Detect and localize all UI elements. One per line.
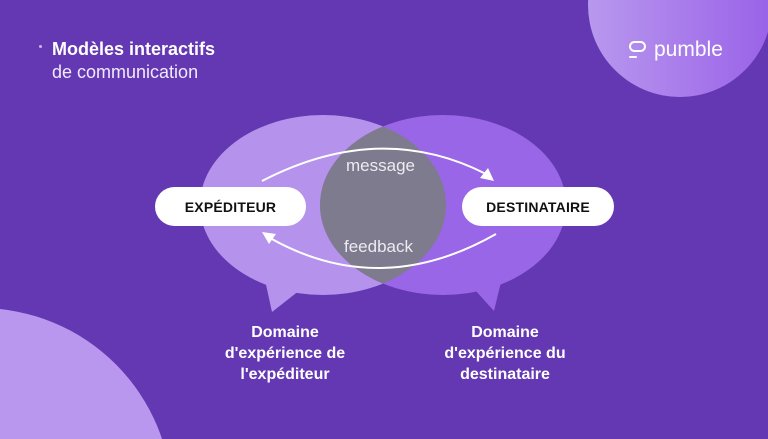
caption-line: Domaine: [471, 324, 539, 341]
message-label: message: [346, 156, 415, 175]
caption-line: destinataire: [460, 366, 550, 383]
sender-domain-caption: Domaine d'expérience de l'expéditeur: [200, 322, 370, 385]
title-line-2: de communication: [52, 62, 199, 82]
message-arrow: [261, 147, 487, 182]
overlap-region: [320, 115, 446, 295]
feedback-arrow: [269, 233, 497, 269]
receiver-domain-caption: Domaine d'expérience du destinataire: [420, 322, 590, 385]
feedback-label: feedback: [344, 237, 413, 256]
logo-text: pumble: [654, 38, 723, 61]
feedback-arrowhead-icon: [262, 232, 276, 244]
caption-line: Domaine: [251, 324, 319, 341]
caption-line: d'expérience du: [444, 345, 566, 362]
pumble-logo-icon: [629, 41, 646, 58]
sender-pill: EXPÉDITEUR: [155, 187, 306, 226]
message-arrowhead-icon: [480, 168, 494, 181]
title-line-1: Modèles interactifs: [52, 39, 216, 59]
decor-circle-bottom-left: [0, 309, 163, 439]
pumble-logo: pumble: [628, 38, 723, 62]
caption-line: l'expéditeur: [240, 366, 330, 383]
page-title: Modèles interactifs de communication: [39, 38, 216, 84]
bullet-icon: [39, 45, 42, 48]
receiver-pill: DESTINATAIRE: [462, 187, 614, 226]
decor-circle-top-right: [588, 0, 768, 97]
caption-line: d'expérience de: [224, 345, 346, 362]
